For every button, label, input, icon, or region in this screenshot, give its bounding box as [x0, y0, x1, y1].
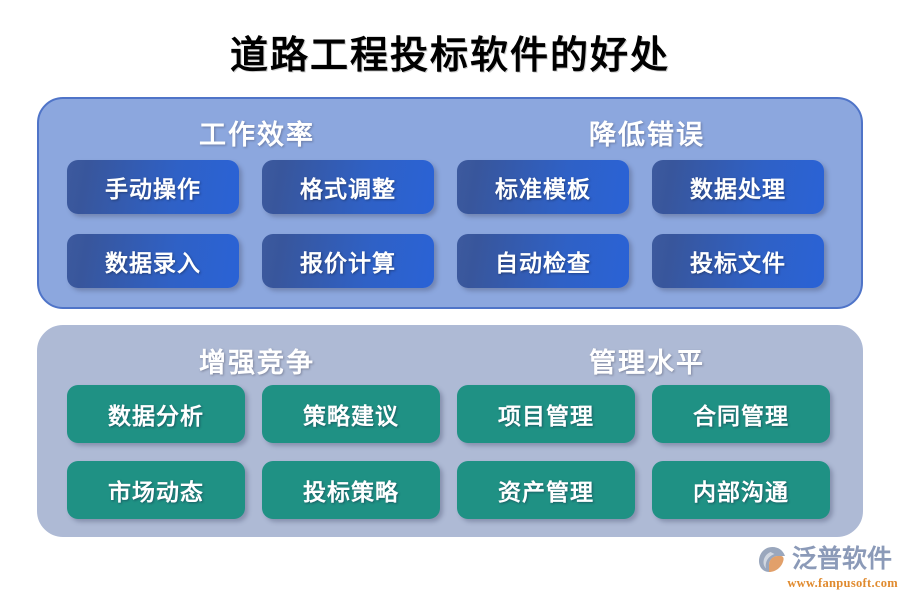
- brand-logo-url: www.fanpusoft.com: [787, 576, 898, 590]
- item-chip-manual-operation[interactable]: 手动操作: [67, 160, 239, 214]
- group-heading-enhance-competition: 增强竞争: [199, 348, 315, 378]
- item-chip-data-entry[interactable]: 数据录入: [67, 234, 239, 288]
- group-heading-management-level: 管理水平: [589, 348, 705, 378]
- item-chip-asset-management[interactable]: 资产管理: [457, 461, 635, 519]
- item-chip-quotation-calculation[interactable]: 报价计算: [262, 234, 434, 288]
- brand-logo-row: 泛普软件: [758, 545, 898, 575]
- item-chip-data-processing[interactable]: 数据处理: [652, 160, 824, 214]
- item-chip-market-dynamics[interactable]: 市场动态: [67, 461, 245, 519]
- page-title: 道路工程投标软件的好处: [229, 35, 670, 77]
- item-chip-standard-template[interactable]: 标准模板: [457, 160, 629, 214]
- item-chip-format-adjustment[interactable]: 格式调整: [262, 160, 434, 214]
- item-chip-bid-documents[interactable]: 投标文件: [652, 234, 824, 288]
- item-chip-project-management[interactable]: 项目管理: [457, 385, 635, 443]
- item-chip-internal-communication[interactable]: 内部沟通: [652, 461, 830, 519]
- fanpu-swirl-icon: [758, 546, 788, 574]
- brand-logo-name: 泛普软件: [792, 546, 893, 573]
- item-chip-data-analysis[interactable]: 数据分析: [67, 385, 245, 443]
- item-chip-bidding-strategy[interactable]: 投标策略: [262, 461, 440, 519]
- brand-logo[interactable]: 泛普软件 www.fanpusoft.com: [758, 545, 898, 595]
- panel-benefits-lower: 增强竞争 管理水平 数据分析 策略建议 市场动态 投标策略 项目管理 合同管理 …: [37, 325, 863, 537]
- group-heading-reduce-errors: 降低错误: [589, 120, 705, 150]
- panel-benefits-upper: 工作效率 降低错误 手动操作 格式调整 数据录入 报价计算 标准模板 数据处理 …: [37, 97, 863, 309]
- group-heading-work-efficiency: 工作效率: [199, 120, 315, 150]
- item-chip-automatic-check[interactable]: 自动检查: [457, 234, 629, 288]
- item-chip-contract-management[interactable]: 合同管理: [652, 385, 830, 443]
- item-chip-strategy-advice[interactable]: 策略建议: [262, 385, 440, 443]
